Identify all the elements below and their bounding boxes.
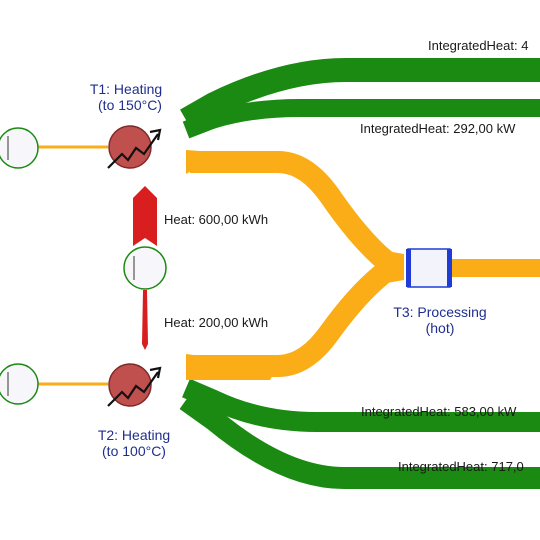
heat-arrow-top xyxy=(133,186,157,246)
integrated-heat-flow-1 xyxy=(180,58,540,131)
integrated-heat-flow-2 xyxy=(182,99,540,139)
heater-icon xyxy=(107,371,159,407)
integrated-heat-flow-4 xyxy=(179,391,540,489)
hot-flow-t2-to-t3-band xyxy=(190,257,400,377)
heater-icon xyxy=(107,133,159,169)
heat-source-node[interactable] xyxy=(123,246,167,290)
t3-subtitle: (hot) xyxy=(426,320,455,336)
t2-title: T2: Heating xyxy=(98,427,170,443)
t1-subtitle: (to 150°C) xyxy=(98,97,162,113)
integrated-heat-label-2: IntegratedHeat: 292,00 kW xyxy=(360,121,516,136)
source-node-bottom[interactable] xyxy=(0,363,39,405)
integrated-heat-label-4: IntegratedHeat: 717,0 xyxy=(398,459,524,474)
heat-arrow-bottom xyxy=(142,290,148,350)
source-node-top[interactable] xyxy=(0,127,39,169)
integrated-heat-flow-3 xyxy=(182,378,540,432)
integrated-heat-label-3: IntegratedHeat: 583,00 kW xyxy=(361,404,517,419)
t1-title: T1: Heating xyxy=(90,81,162,97)
heat-flow-label-top: Heat: 600,00 kWh xyxy=(164,212,268,227)
heat-flow-label-bottom: Heat: 200,00 kWh xyxy=(164,315,268,330)
t3-title: T3: Processing xyxy=(393,304,486,320)
t2-heater-node[interactable] xyxy=(107,363,162,407)
hot-flow-t3-out xyxy=(452,259,540,277)
hot-flow-merge xyxy=(370,248,404,286)
t1-heater-node[interactable] xyxy=(107,125,162,169)
hot-flow-t1-to-t3-band xyxy=(190,151,400,275)
t3-processing-node[interactable] xyxy=(406,248,452,288)
integrated-heat-label-1: IntegratedHeat: 4 xyxy=(428,38,528,53)
hot-flow-t2-tip xyxy=(186,354,278,380)
t2-subtitle: (to 100°C) xyxy=(102,443,166,459)
